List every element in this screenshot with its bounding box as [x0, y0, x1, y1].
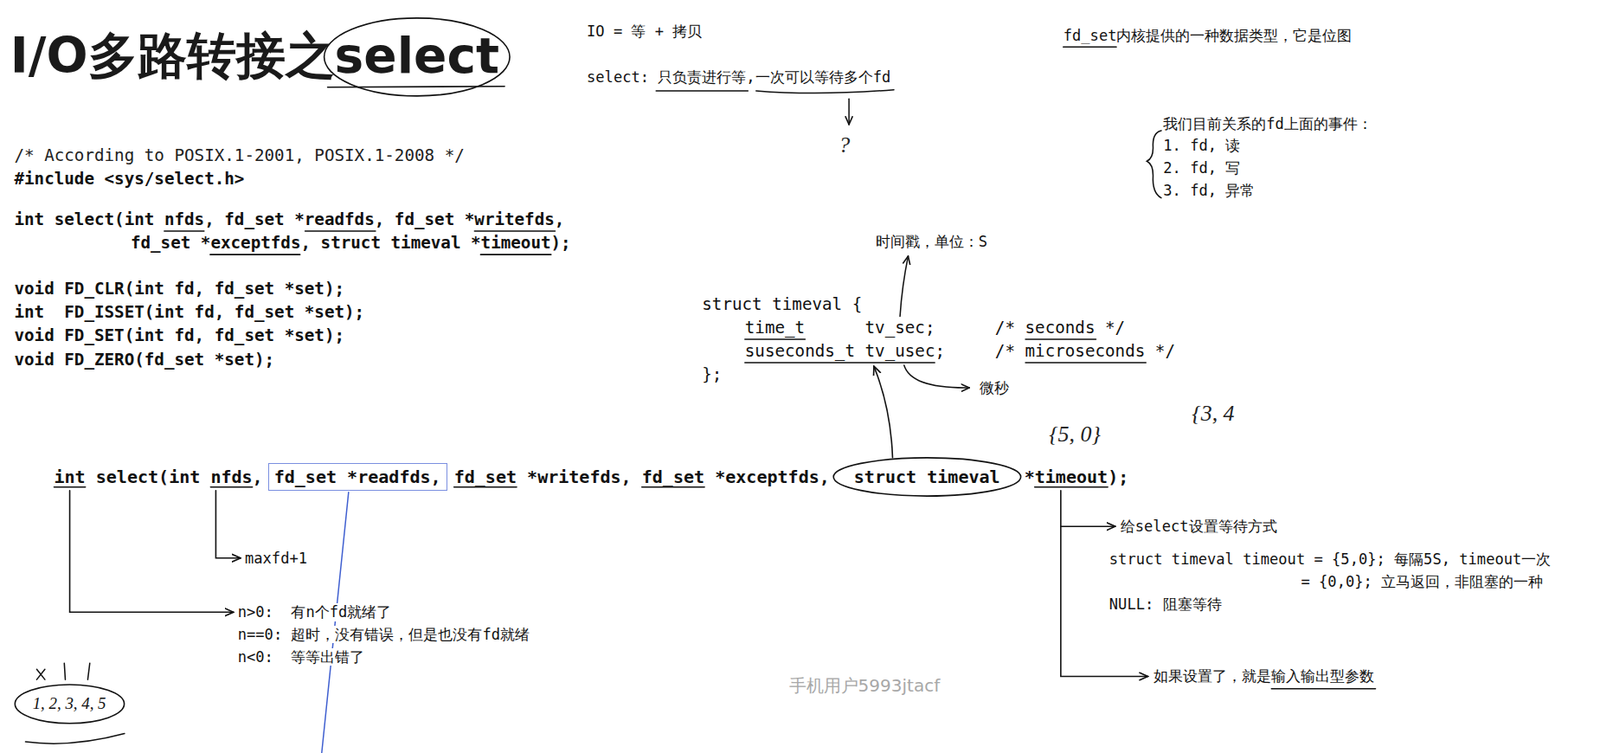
hand-arrow — [904, 365, 970, 388]
struct-code: struct timeval { — [701, 294, 862, 315]
note-text: = {0,0}; 立马返回，非阻塞的一种 — [1300, 572, 1543, 592]
underline — [1063, 45, 1117, 48]
handwritten-mark: {5, 0} — [1048, 420, 1101, 448]
note-text: 如果设置了，就是输入输出型参数 — [1153, 667, 1375, 686]
leader-arrow — [70, 490, 234, 613]
note-text: struct timeval timeout = {5,0}; 每隔5S, ti… — [1109, 550, 1552, 569]
hand-arrow — [848, 98, 850, 124]
watermark: 手机用户5993jtacf — [789, 674, 941, 696]
note-text: 给select设置等待方式 — [1120, 517, 1278, 536]
underline — [480, 253, 551, 256]
underline — [756, 89, 894, 94]
code-line: void FD_ZERO(fd_set *set); — [14, 349, 276, 370]
underline — [305, 230, 376, 232]
handwritten-mark: ? — [838, 131, 850, 159]
struct-code: }; — [701, 364, 722, 385]
underline — [474, 230, 555, 232]
note-text: maxfd+1 — [244, 549, 308, 568]
leader-arrow — [1060, 525, 1116, 527]
code-comment: /* According to POSIX.1-2001, POSIX.1-20… — [14, 145, 465, 166]
underline — [1025, 361, 1146, 364]
cross-mark — [36, 668, 45, 680]
node-text: fd_set *readfds, — [274, 466, 442, 488]
underline — [210, 253, 301, 256]
underline — [1271, 687, 1376, 690]
code-line: fd_set *exceptfds, struct timeval *timeo… — [130, 232, 572, 253]
note-text: 我们目前关系的fd上面的事件： — [1163, 115, 1373, 134]
ellipse-outline — [833, 457, 1021, 496]
node-text: struct timeval — [854, 466, 1001, 488]
node-text: 1, 2, 3, 4, 5 — [32, 693, 107, 714]
ellipse-outline — [14, 684, 124, 724]
note-text: 时间戳，单位：S — [875, 232, 988, 251]
signature-code: *timeout); — [1024, 466, 1130, 488]
hand-arrow — [899, 256, 908, 317]
struct-code: time_t tv_sec; /* seconds */ — [745, 317, 1125, 338]
return-note: n<0: 等等出错了 — [237, 648, 366, 667]
note-text: fd_set内核提供的一种数据类型，它是位图 — [1063, 26, 1353, 45]
brace — [1146, 130, 1162, 199]
tick-mark — [64, 662, 90, 680]
note-text: NULL: 阻塞等待 — [1109, 595, 1222, 614]
code-line: void FD_SET(int fd, fd_set *set); — [14, 325, 346, 346]
underline — [745, 361, 935, 364]
underline — [164, 230, 205, 232]
leader-arrow — [215, 490, 241, 559]
signature-code: int select(int nfds, — [53, 466, 263, 488]
list-item: 1. fd, 读 — [1163, 136, 1241, 155]
pen-line — [321, 492, 349, 753]
highlight-box: fd_set *readfds, — [268, 462, 448, 491]
note-text: IO = 等 + 拷贝 — [586, 22, 702, 41]
underline — [745, 338, 806, 341]
underline — [327, 86, 505, 88]
underline — [25, 733, 124, 745]
return-note: n==0: 超时，没有错误，但是也没有fd就绪 — [237, 625, 530, 644]
note-text: select: 只负责进行等,一次可以等待多个fd — [586, 68, 891, 87]
underline — [655, 89, 748, 92]
code-line: int select(int nfds, fd_set *readfds, fd… — [14, 209, 566, 230]
code-line: #include <sys/select.h> — [14, 168, 245, 189]
underline — [1025, 338, 1096, 341]
return-note: n>0: 有n个fd就绪了 — [237, 603, 392, 622]
leader-arrow — [873, 366, 894, 457]
code-line: int FD_ISSET(int fd, fd_set *set); — [14, 302, 366, 322]
signature-code: fd_set *writefds, fd_set *exceptfds, — [454, 466, 830, 488]
struct-code: suseconds_t tv_usec; /* microseconds */ — [745, 340, 1176, 361]
list-item: 2. fd, 写 — [1163, 159, 1241, 178]
handwritten-mark: {3, 4 — [1191, 399, 1234, 427]
slide-title: I/O多路转接之select — [10, 26, 500, 86]
circled-list: 1, 2, 3, 4, 5 — [13, 682, 126, 726]
note-text: 微秒 — [979, 379, 1009, 398]
list-item: 3. fd, 异常 — [1163, 181, 1255, 200]
code-line: void FD_CLR(int fd, fd_set *set); — [14, 278, 346, 299]
circled-type: struct timeval — [831, 456, 1023, 498]
